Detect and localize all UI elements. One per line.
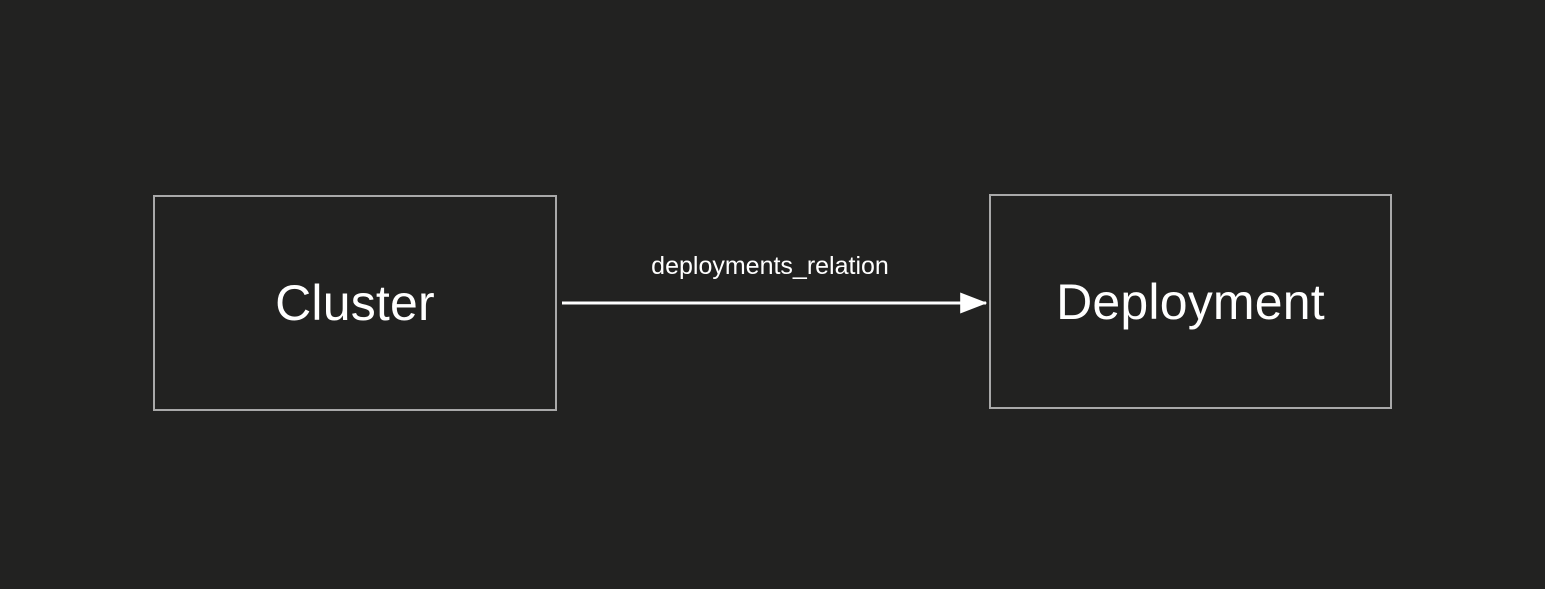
node-cluster-label: Cluster — [275, 275, 435, 331]
node-deployment-label: Deployment — [1056, 273, 1325, 330]
edge-deployments-relation-label: deployments_relation — [651, 252, 889, 280]
node-deployment[interactable]: Deployment — [989, 194, 1392, 409]
node-cluster[interactable]: Cluster — [153, 195, 557, 411]
